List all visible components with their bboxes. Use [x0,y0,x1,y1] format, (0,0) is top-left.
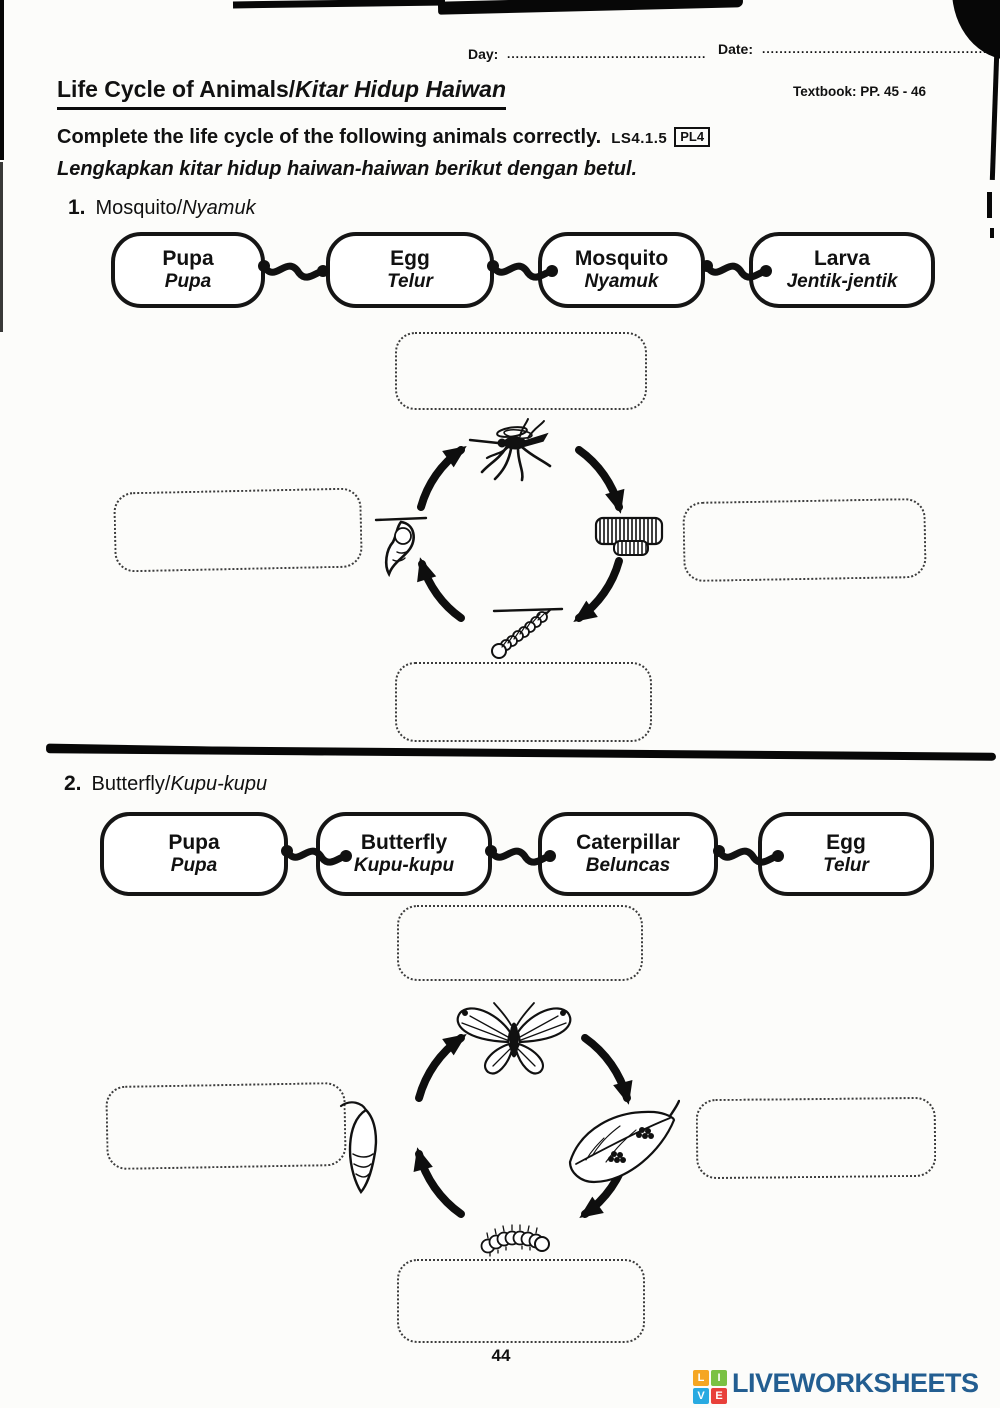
date-label: Date: [718,41,754,57]
answer-box-mosquito-right[interactable] [682,497,927,583]
scan-artifact-edge [0,0,4,160]
pill-connector-icon [487,260,558,281]
section-2-name-ms: Kupu-kupu [170,773,268,795]
word-pill-label-en: Butterfly [360,831,448,854]
section-1-number: 1. [68,196,86,219]
section-2-number: 2. [64,772,82,795]
word-pill-label-en: Pupa [162,247,214,270]
pill-connector-icon [485,845,556,866]
pill-connector-icon [258,260,329,281]
date-fill-line[interactable]: ........................................… [762,42,988,56]
answer-box-mosquito-left[interactable] [113,487,363,573]
scan-artifact-edge [989,54,1000,181]
word-pill-egg[interactable]: Egg Telur [326,232,494,308]
word-pill-larva[interactable]: Larva Jentik-jentik [749,232,935,308]
scan-artifact-top-band [232,0,446,9]
day-fill-line[interactable]: ........................................… [507,47,705,61]
scan-artifact-edge [987,192,992,218]
liveworksheets-wordmark[interactable]: LIVEWORKSHEETS [732,1368,979,1398]
answer-box-butterfly-left[interactable] [105,1081,347,1171]
instruction-line: Complete the life cycle of the following… [57,126,711,149]
answer-box-mosquito-bottom[interactable] [395,662,652,742]
liveworksheets-logo-grid: L I V E [693,1370,727,1404]
logo-letter-l: L [693,1370,709,1386]
answer-box-butterfly-bottom[interactable] [397,1259,645,1343]
page-number: 44 [491,1346,511,1365]
day-label: Day: [468,46,499,62]
pl-badge: PL4 [674,127,711,147]
section-1-label: 1. Mosquito/Nyamuk [68,196,256,220]
word-pill-label-ms: Beluncas [585,855,671,877]
word-pill-label-en: Mosquito [574,247,669,270]
instruction-ms: Lengkapkan kitar hidup haiwan-haiwan ber… [57,158,638,180]
section-1-name-ms: Nyamuk [182,197,256,219]
scan-artifact-edge [0,162,3,332]
egg-raft-illustration [594,516,664,556]
chrysalis-illustration [339,1101,378,1195]
word-pill-pupa[interactable]: Pupa Pupa [111,232,265,308]
pill-connector-icon [701,260,772,281]
word-pill-caterpillar[interactable]: Caterpillar Beluncas [538,812,718,896]
page-title-ms: Kitar Hidup Haiwan [295,76,507,102]
pupa-illustration [374,516,428,578]
butterfly-illustration [456,1002,572,1075]
word-pill-label-en: Egg [390,247,430,270]
logo-letter-i: I [711,1370,727,1386]
word-pill-egg[interactable]: Egg Telur [758,812,934,896]
answer-box-butterfly-top[interactable] [397,905,643,981]
word-pill-label-ms: Pupa [164,271,212,293]
word-pill-label-en: Caterpillar [576,831,680,854]
page-title-en: Life Cycle of Animals/ [57,76,296,102]
larva-illustration [491,607,564,659]
word-pill-label-en: Larva [813,247,871,270]
answer-box-butterfly-right[interactable] [695,1096,937,1180]
cycle-arrows-icon [417,445,625,623]
word-pill-label-ms: Jentik-jentik [786,271,898,293]
word-pill-label-ms: Kupu-kupu [353,855,455,877]
scan-artifact-edge [990,228,994,238]
word-pill-label-ms: Telur [387,271,433,293]
word-pill-label-ms: Pupa [170,855,218,877]
pill-connector-icon [281,845,352,866]
answer-box-mosquito-top[interactable] [395,332,647,410]
word-pill-label-en: Pupa [168,831,220,854]
word-pill-label-ms: Telur [823,855,869,877]
pill-connector-icon [713,845,784,866]
mosquito-illustration [468,418,552,482]
textbook-reference: Textbook: PP. 45 - 46 [793,84,927,99]
word-pill-label-ms: Nyamuk [584,271,659,293]
word-pill-label-en: Egg [826,831,866,854]
section-2-label: 2. Butterfly/Kupu-kupu [64,772,267,796]
word-pill-pupa[interactable]: Pupa Pupa [100,812,288,896]
word-pill-mosquito[interactable]: Mosquito Nyamuk [538,232,705,308]
section-2-name-en: Butterfly/ [91,773,171,795]
scan-artifact-top-band [437,0,744,15]
caterpillar-illustration [480,1224,550,1257]
section-1-name-en: Mosquito/ [95,197,183,219]
eggs-on-leaf-illustration [568,1099,680,1184]
logo-letter-e: E [711,1388,727,1404]
standard-code: LS4.1.5 [611,130,668,147]
logo-letter-v: V [693,1388,709,1404]
instruction-en: Complete the life cycle of the following… [57,126,602,148]
page-title: Life Cycle of Animals/Kitar Hidup Haiwan [57,76,507,110]
